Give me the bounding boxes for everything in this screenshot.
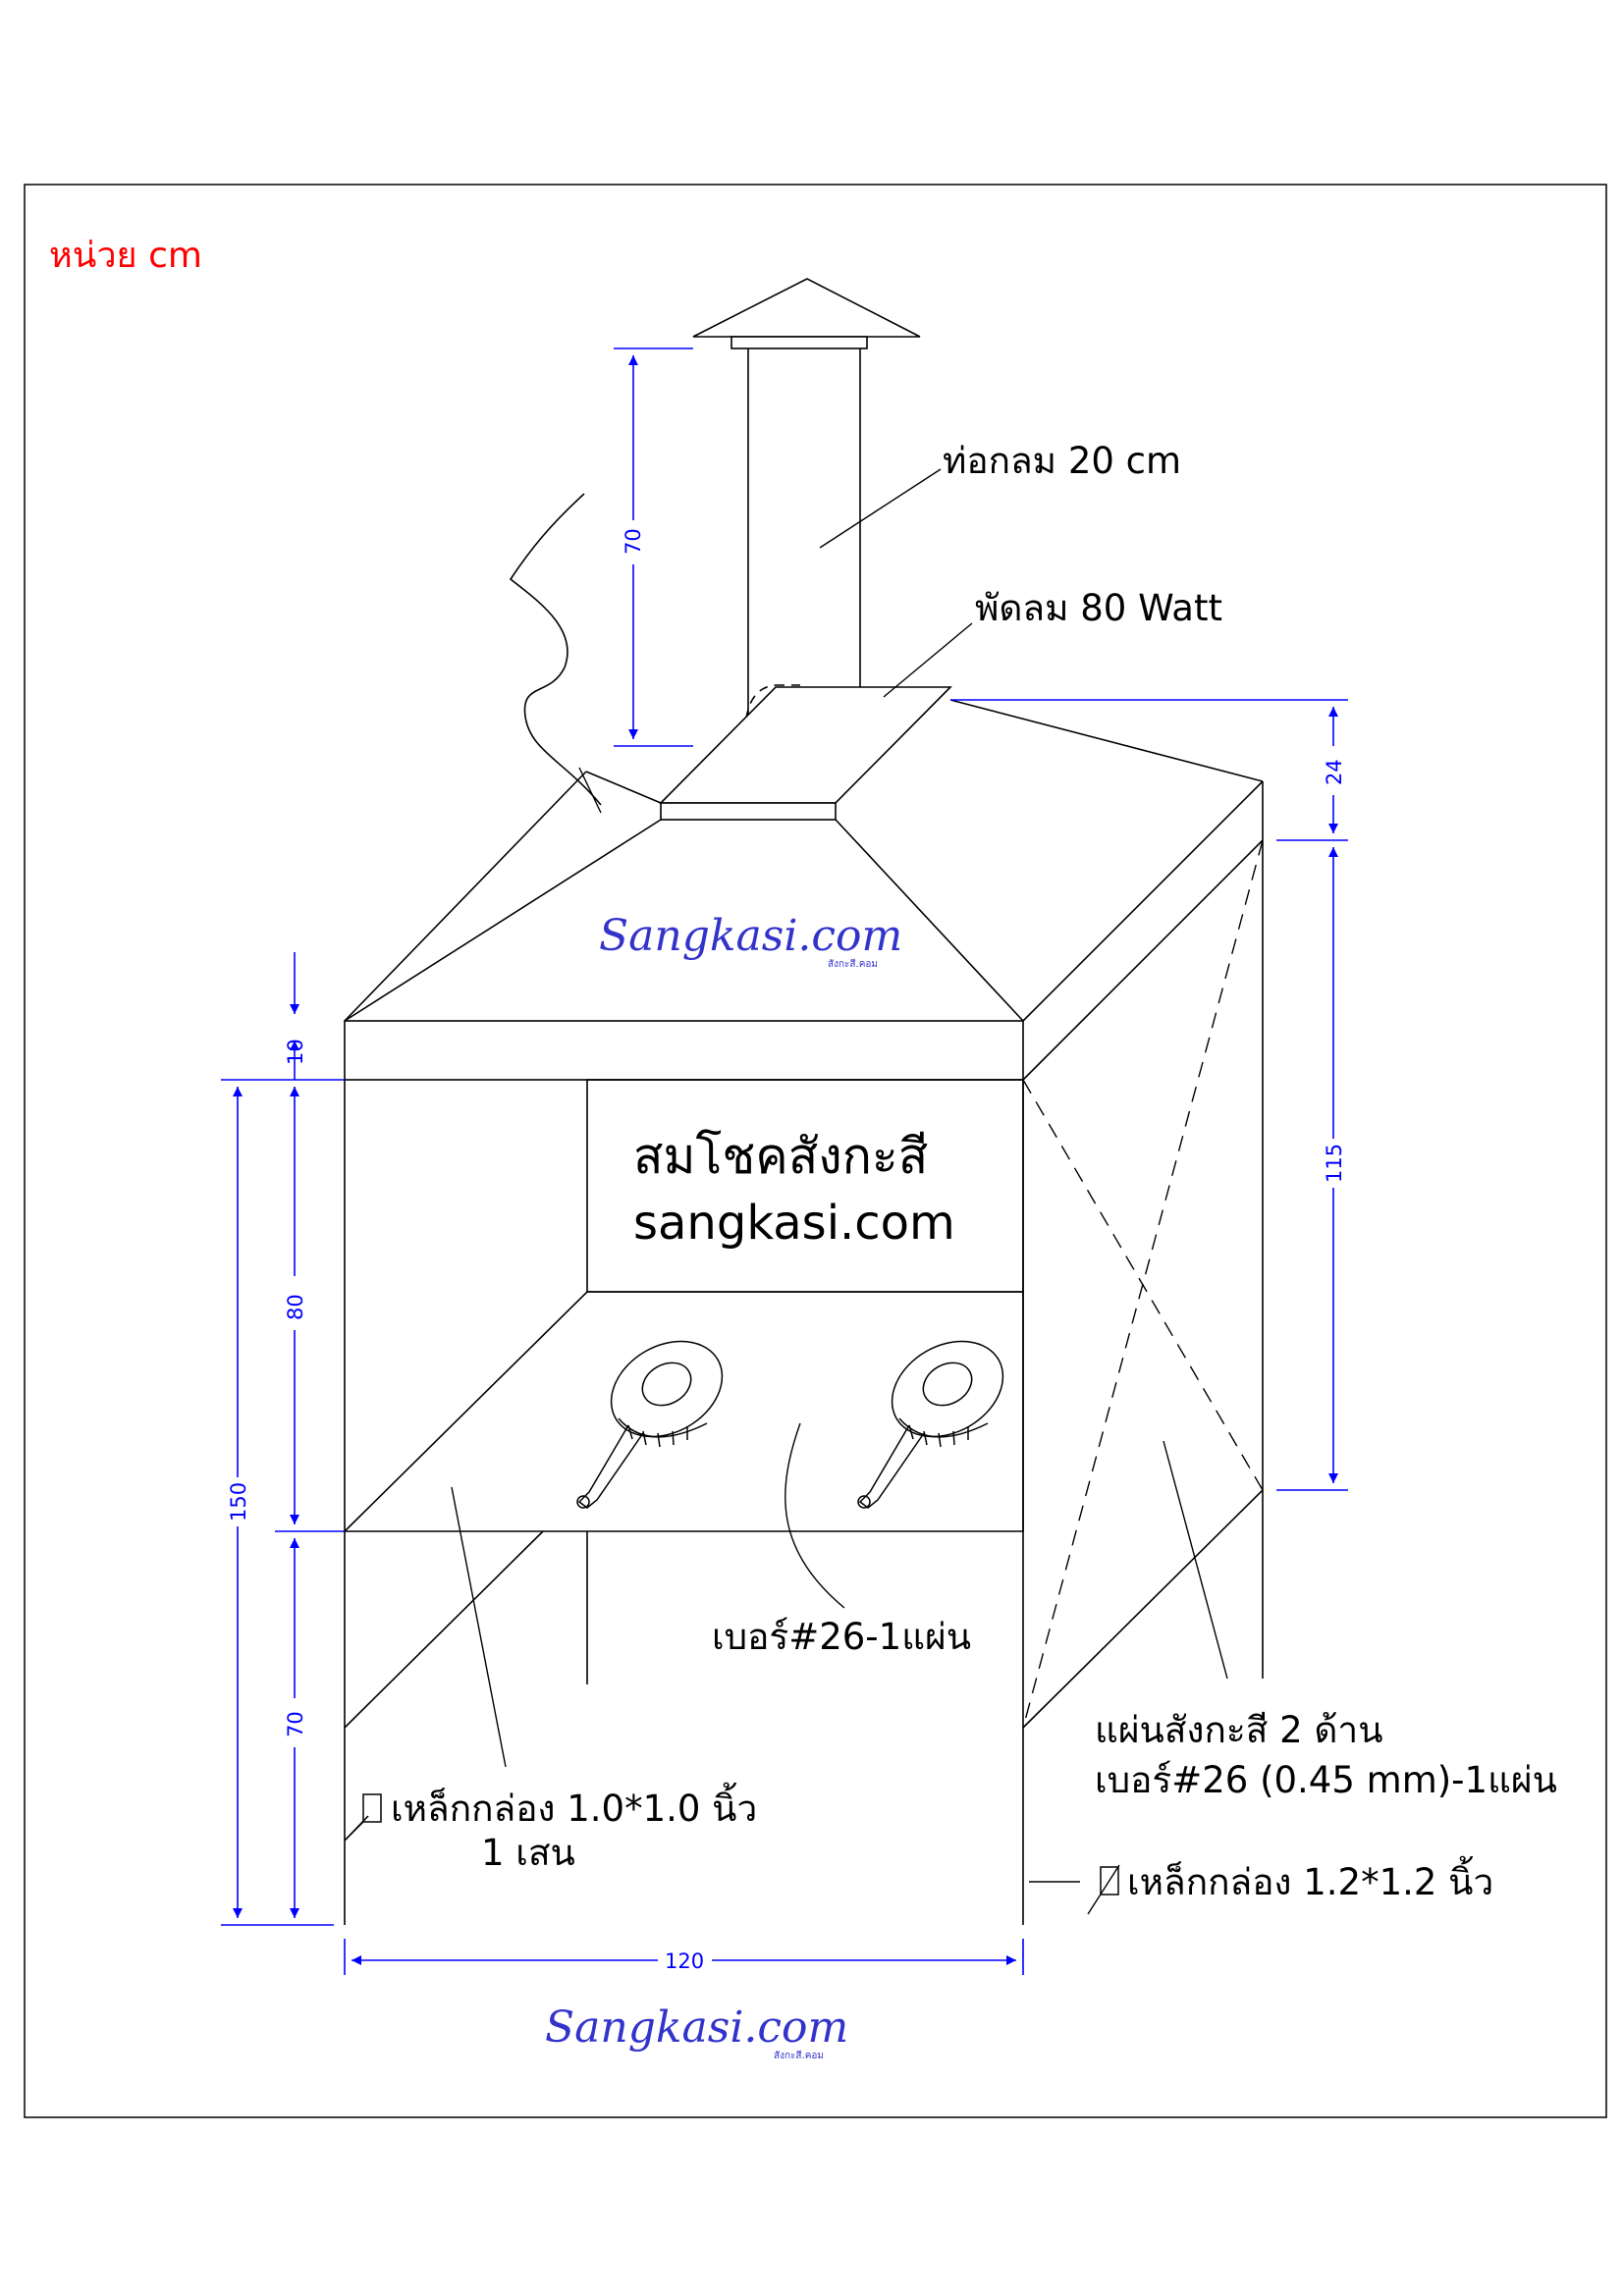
dim-chimney-height: 70: [622, 528, 645, 555]
steel-profile-left-icon: [362, 1793, 382, 1823]
burner-left-handle: [577, 1424, 644, 1509]
label-steel-right: เหล็กกล่อง 1.2*1.2 นิ้ว: [1127, 1855, 1493, 1903]
stand-body: [343, 840, 1264, 1925]
chimney-collar: [730, 336, 868, 349]
burner-right-handle: [858, 1424, 925, 1509]
hood: [344, 686, 1264, 1081]
label-steel-left-1: เหล็กกล่อง 1.0*1.0 นิ้ว: [391, 1782, 757, 1830]
back-panel: [586, 1079, 1024, 1293]
label-side-sheet-1: แผ่นสังกะสี 2 ด้าน: [1095, 1709, 1383, 1751]
side-panel-cross: [1022, 839, 1264, 1729]
watermark-bottom-sub: สังกะสี.คอม: [774, 2050, 824, 2061]
watermark-top: Sangkasi.com: [599, 911, 902, 961]
steel-profile-right-icon: [1100, 1866, 1119, 1896]
dim-width: 120: [665, 1949, 704, 1973]
watermark-top-sub: สังกะสี.คอม: [828, 958, 878, 970]
dim-total-height: 150: [227, 1482, 250, 1522]
burner-left: [576, 1340, 724, 1509]
dim-hood-band: 10: [284, 1039, 307, 1065]
dim-upper-panel: 80: [284, 1294, 307, 1320]
label-counter-sheet: เบอร์#26-1แผ่น: [712, 1616, 971, 1658]
unit-label: หน่วย cm: [49, 236, 202, 276]
counter-top: [343, 1291, 1024, 1532]
dim-side-height: 115: [1323, 1144, 1346, 1183]
burner-right: [857, 1340, 1004, 1509]
leader-lines: [451, 468, 1228, 1915]
dim-lower-legs: 70: [284, 1711, 307, 1737]
fan-plate: [659, 686, 952, 804]
label-side-sheet-2: เบอร์#26 (0.45 mm)-1แผ่น: [1095, 1759, 1557, 1801]
fan-plate-front: [660, 802, 837, 821]
label-back-panel-1: สมโชคสังกะสี: [633, 1128, 928, 1185]
label-back-panel-2: sangkasi.com: [633, 1196, 955, 1251]
dimension-lines: [221, 347, 1348, 1975]
label-chimney: ท่อกลม 20 cm: [943, 440, 1181, 482]
smoke-curl: [509, 493, 602, 806]
hood-band: [344, 1020, 1024, 1081]
label-steel-left-2: 1 เสน: [481, 1832, 575, 1874]
watermark-bottom: Sangkasi.com: [545, 2002, 848, 2053]
label-fan: พัดลม 80 Watt: [975, 587, 1222, 629]
dim-hood-rise: 24: [1323, 759, 1346, 785]
drawing-frame: [24, 184, 1607, 2118]
chimney: [692, 278, 921, 794]
chimney-cap: [692, 278, 921, 338]
